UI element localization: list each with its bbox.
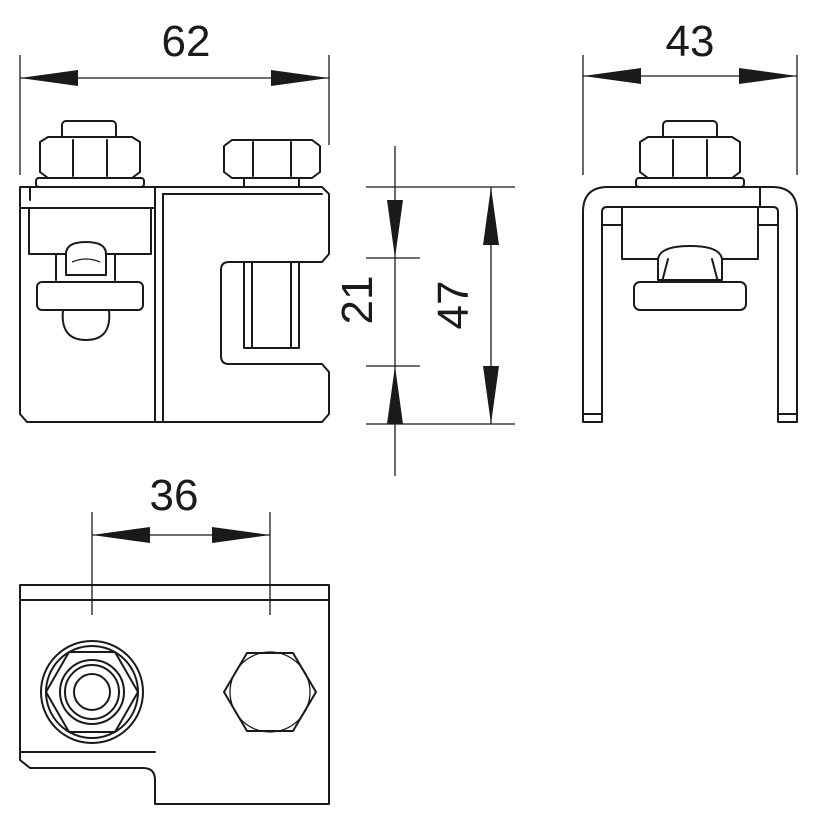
top-left-bolt bbox=[40, 640, 144, 744]
front-right-clamp bbox=[154, 186, 330, 423]
side-view: 43 bbox=[582, 17, 798, 423]
front-view: 62 bbox=[19, 17, 330, 423]
dimension-label-62: 62 bbox=[162, 17, 211, 66]
front-right-bolt-head bbox=[223, 139, 321, 188]
dimension-36: 36 bbox=[91, 471, 271, 615]
dimension-21: 21 bbox=[333, 146, 515, 476]
side-nut bbox=[635, 120, 745, 188]
dimension-label-43: 43 bbox=[666, 17, 715, 66]
front-left-nut bbox=[35, 120, 145, 188]
top-outline bbox=[19, 584, 330, 805]
dimension-label-21: 21 bbox=[333, 276, 382, 325]
top-right-bolt bbox=[223, 651, 317, 733]
dimension-43: 43 bbox=[582, 17, 798, 175]
dimension-label-36: 36 bbox=[150, 471, 199, 520]
dimension-62: 62 bbox=[19, 17, 330, 175]
front-left-clamp bbox=[19, 186, 156, 423]
side-u-bracket bbox=[582, 186, 798, 423]
top-view: 36 bbox=[19, 471, 330, 805]
dimension-47: 47 bbox=[429, 187, 499, 424]
dimension-label-47: 47 bbox=[429, 281, 478, 330]
side-jaw bbox=[601, 206, 779, 311]
